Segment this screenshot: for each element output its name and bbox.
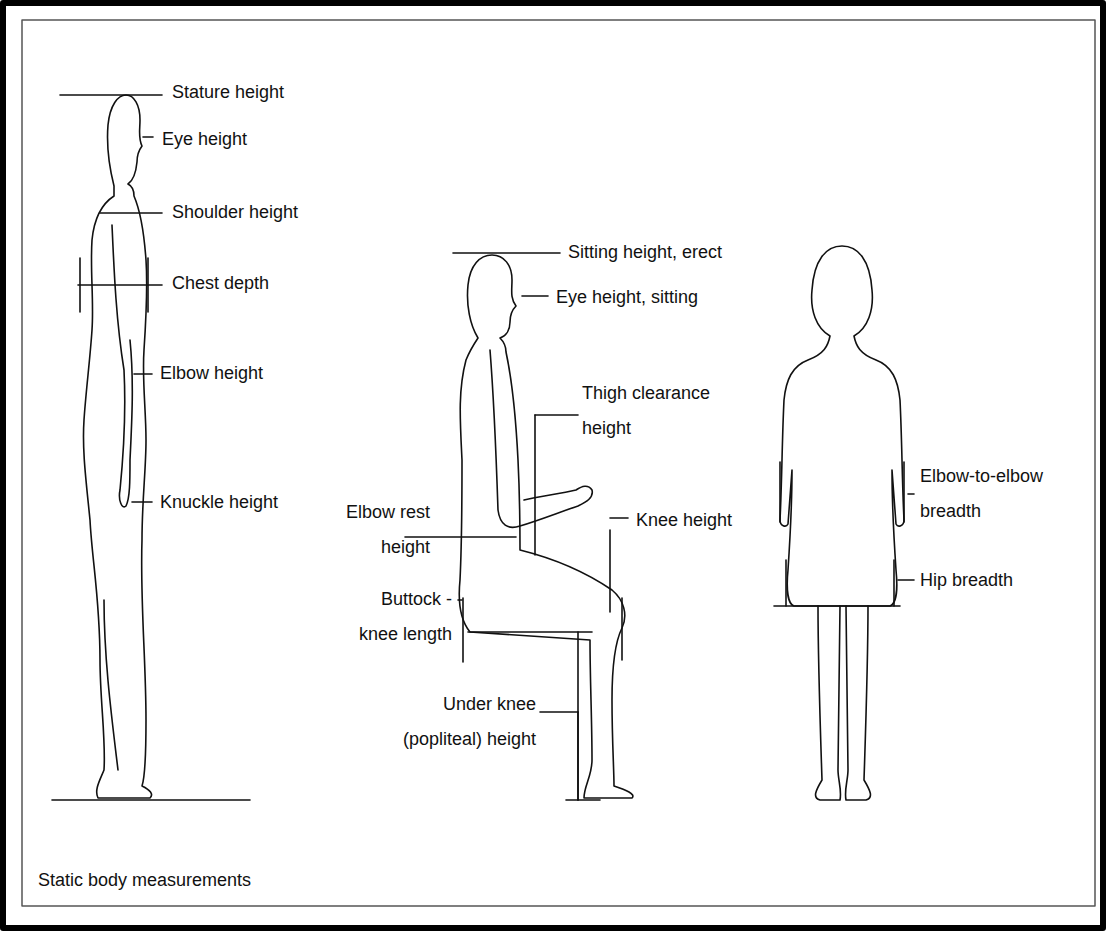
measurement-label: Under knee (popliteal) height xyxy=(384,687,536,757)
measurement-label: Thigh clearance height xyxy=(582,376,722,446)
measurement-label: Knee height xyxy=(636,503,732,538)
measurement-label: Elbow height xyxy=(160,356,263,391)
measurement-label: Stature height xyxy=(172,75,284,110)
measurement-label: Eye height, sitting xyxy=(556,280,698,315)
measurement-label: Hip breadth xyxy=(920,563,1013,598)
measurement-label: Elbow-to-elbow breadth xyxy=(920,459,1060,529)
measurement-label: Shoulder height xyxy=(172,195,298,230)
measurement-label: Elbow rest height xyxy=(334,495,430,565)
measurement-label: Chest depth xyxy=(172,266,269,301)
measurement-label: Buttock - knee length xyxy=(346,582,452,652)
measurement-label: Knuckle height xyxy=(160,485,278,520)
measurement-label: Sitting height, erect xyxy=(568,235,722,270)
measurement-label: Eye height xyxy=(162,122,247,157)
figure-caption: Static body measurements xyxy=(38,863,251,898)
